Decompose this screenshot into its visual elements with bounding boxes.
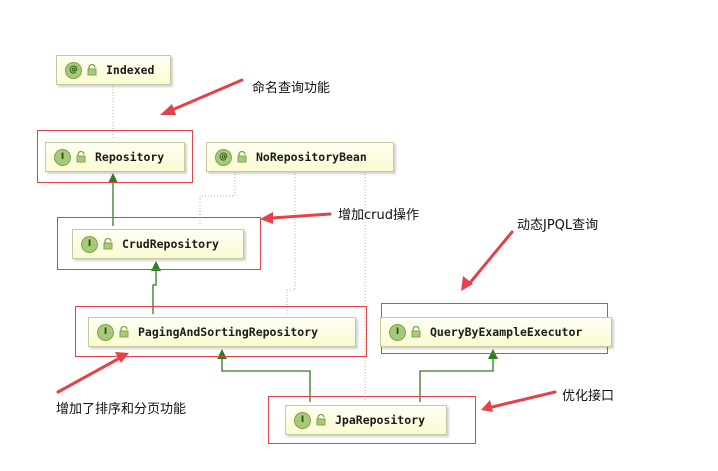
paging-extends-crud-line bbox=[152, 270, 157, 314]
note-named-query: 命名查询功能 bbox=[252, 81, 331, 96]
arrow-dynamic-jpql bbox=[467, 230, 514, 286]
lock-icon bbox=[103, 238, 113, 250]
norepobean-to-paging-link bbox=[286, 174, 296, 314]
node-label: Indexed bbox=[106, 63, 155, 77]
interface-icon: I bbox=[81, 235, 98, 253]
note-paging-sorting: 增加了排序和分页功能 bbox=[56, 402, 187, 417]
lock-icon bbox=[316, 414, 326, 426]
node-label: NoRepositoryBean bbox=[256, 150, 367, 164]
highlight-repository bbox=[37, 130, 193, 183]
note-optimized-interface: 优化接口 bbox=[562, 389, 615, 404]
annotation-icon: @ bbox=[215, 148, 232, 166]
arrowhead-named-query bbox=[160, 104, 176, 115]
note-dynamic-jpql: 动态JPQL查询 bbox=[517, 218, 599, 233]
crud-repository-node[interactable]: I CrudRepository bbox=[72, 229, 244, 259]
interface-icon: I bbox=[294, 411, 311, 429]
arrowhead-paging-sorting bbox=[115, 352, 129, 363]
lock-icon bbox=[411, 326, 421, 338]
arrowhead-optimized bbox=[481, 400, 493, 412]
interface-icon: I bbox=[54, 148, 71, 166]
paging-and-sorting-repository-node[interactable]: I PagingAndSortingRepository bbox=[88, 317, 356, 347]
node-label: Repository bbox=[95, 150, 165, 164]
node-label: CrudRepository bbox=[122, 237, 219, 251]
indexed-node[interactable]: @ Indexed bbox=[56, 55, 171, 85]
annotation-icon: @ bbox=[65, 61, 82, 79]
jpa-extends-qbe-line bbox=[419, 358, 494, 402]
no-repository-bean-node[interactable]: @ NoRepositoryBean bbox=[206, 142, 394, 172]
jpa-repository-node[interactable]: I JpaRepository bbox=[285, 405, 447, 435]
jpa-inherit-qbe-arrowhead bbox=[488, 349, 498, 359]
node-label: PagingAndSortingRepository bbox=[138, 325, 319, 339]
arrow-optimized bbox=[490, 390, 557, 409]
interface-icon: I bbox=[389, 323, 406, 341]
interface-icon: I bbox=[97, 323, 114, 341]
repository-node[interactable]: I Repository bbox=[45, 142, 185, 172]
note-crud: 增加crud操作 bbox=[338, 208, 419, 223]
crud-inherit-arrowhead bbox=[108, 173, 118, 183]
jpa-extends-paging-line bbox=[221, 358, 311, 402]
arrowhead-crud bbox=[260, 212, 273, 224]
node-label: QueryByExampleExecutor bbox=[430, 325, 583, 339]
lock-icon bbox=[76, 151, 86, 163]
lock-icon bbox=[87, 64, 97, 76]
node-label: JpaRepository bbox=[335, 413, 426, 427]
norepobean-to-crud-link bbox=[199, 174, 236, 226]
arrowhead-dynamic-jpql bbox=[461, 276, 473, 291]
lock-icon bbox=[237, 151, 247, 163]
arrow-crud bbox=[270, 212, 332, 220]
highlight-crud-repository bbox=[57, 217, 261, 270]
paging-inherit-arrowhead bbox=[151, 261, 161, 271]
arrow-paging-sorting bbox=[56, 357, 120, 394]
query-by-example-executor-node[interactable]: I QueryByExampleExecutor bbox=[380, 317, 612, 347]
arrow-named-query bbox=[170, 78, 244, 112]
highlight-paging-repository bbox=[75, 306, 367, 357]
lock-icon bbox=[119, 326, 129, 338]
highlight-jpa-repository bbox=[268, 396, 476, 444]
